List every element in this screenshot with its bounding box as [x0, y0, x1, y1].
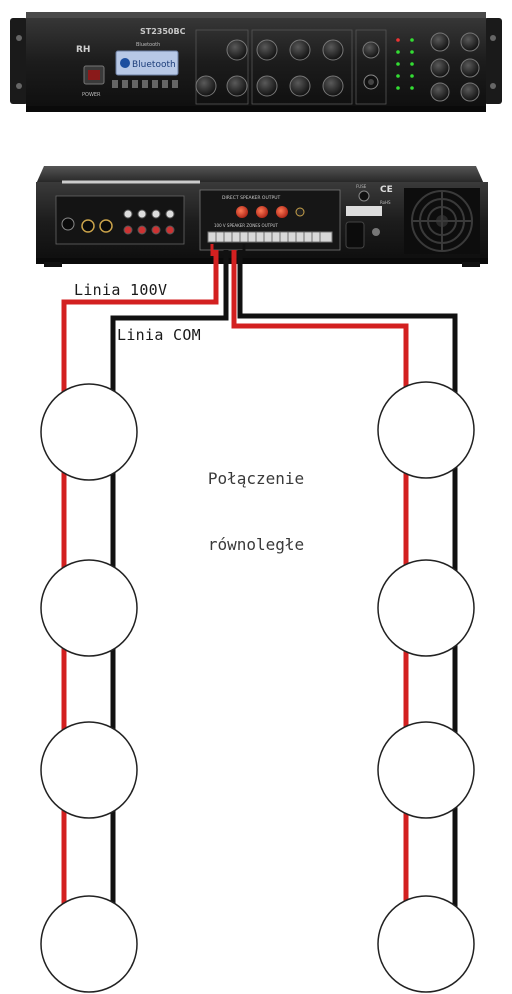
line-100v-label: Linia 100V: [74, 281, 167, 299]
speaker: [41, 722, 137, 818]
rca-jack[interactable]: [124, 210, 132, 218]
zone-knob[interactable]: [461, 83, 479, 101]
volume-knob[interactable]: [257, 76, 277, 96]
amplifier-front-panel: ST2350BC RH Bluetooth Bluetooth POWER: [10, 12, 502, 112]
master-knob[interactable]: [363, 42, 379, 58]
direct-output-terminal[interactable]: [276, 206, 288, 218]
rca-jack[interactable]: [124, 226, 132, 234]
speaker: [41, 560, 137, 656]
volume-knob[interactable]: [290, 76, 310, 96]
media-button[interactable]: [162, 80, 168, 88]
ground-screw[interactable]: [372, 228, 380, 236]
mute-input[interactable]: [62, 218, 74, 230]
bluetooth-icon: [120, 58, 130, 68]
zone-knob[interactable]: [461, 33, 479, 51]
connection-type-label: Połączenie równoległe: [176, 424, 336, 578]
volume-knob[interactable]: [257, 40, 277, 60]
warning-label: [346, 206, 382, 216]
xlr-input[interactable]: [82, 220, 94, 232]
volume-knob[interactable]: [227, 76, 247, 96]
svg-text:FUSE: FUSE: [356, 184, 367, 189]
power-label: POWER: [82, 92, 101, 98]
direct-output-label: DIRECT SPEAKER OUTPUT: [222, 195, 281, 201]
rca-jack[interactable]: [166, 226, 174, 234]
speakers-right: [378, 382, 474, 992]
zone-knob[interactable]: [431, 59, 449, 77]
volume-knob[interactable]: [227, 40, 247, 60]
rca-jack[interactable]: [138, 226, 146, 234]
bluetooth-display-text: Bluetooth: [132, 60, 176, 70]
media-button[interactable]: [172, 80, 178, 88]
speaker: [378, 382, 474, 478]
rca-jack[interactable]: [152, 210, 160, 218]
media-button[interactable]: [112, 80, 118, 88]
connection-label-line-1: Połączenie: [176, 468, 336, 490]
brand-logo: RH: [76, 45, 90, 55]
speaker: [378, 722, 474, 818]
media-button[interactable]: [122, 80, 128, 88]
volume-knob[interactable]: [290, 40, 310, 60]
volume-knob[interactable]: [323, 76, 343, 96]
speaker: [378, 560, 474, 656]
speaker: [378, 896, 474, 992]
line-com-label: Linia COM: [117, 326, 201, 344]
rack-ear-right: [484, 18, 502, 104]
com-terminal[interactable]: [296, 208, 304, 216]
ce-mark: CE: [380, 185, 393, 195]
rca-jack[interactable]: [152, 226, 160, 234]
zone-knob[interactable]: [431, 33, 449, 51]
zone-terminal-strip[interactable]: [208, 232, 332, 242]
speaker: [41, 896, 137, 992]
rack-ear-left: [10, 18, 28, 104]
input-panel: [56, 196, 184, 244]
power-switch-rocker: [88, 70, 100, 80]
media-button[interactable]: [132, 80, 138, 88]
rca-jack[interactable]: [166, 210, 174, 218]
amplifier-rear-panel: DIRECT SPEAKER OUTPUT 100 V SPEAKER ZONE…: [36, 166, 488, 267]
media-button[interactable]: [142, 80, 148, 88]
rca-jack[interactable]: [138, 210, 146, 218]
xlr-input[interactable]: [100, 220, 112, 232]
zone-output-label: 100 V SPEAKER ZONES OUTPUT: [214, 223, 278, 228]
speakers-left: [41, 384, 137, 992]
zone-knob[interactable]: [431, 83, 449, 101]
rohs-mark: RoHS: [380, 200, 391, 205]
media-button[interactable]: [152, 80, 158, 88]
direct-output-terminal[interactable]: [256, 206, 268, 218]
connection-label-line-2: równoległe: [176, 534, 336, 556]
volume-knob[interactable]: [323, 40, 343, 60]
speaker: [41, 384, 137, 480]
fuse-holder[interactable]: [359, 191, 369, 201]
volume-knob[interactable]: [196, 76, 216, 96]
model-number: ST2350BC: [140, 27, 186, 36]
bluetooth-header-label: Bluetooth: [136, 42, 160, 48]
direct-output-terminal[interactable]: [236, 206, 248, 218]
mains-socket[interactable]: [346, 222, 364, 248]
zone-knob[interactable]: [461, 59, 479, 77]
